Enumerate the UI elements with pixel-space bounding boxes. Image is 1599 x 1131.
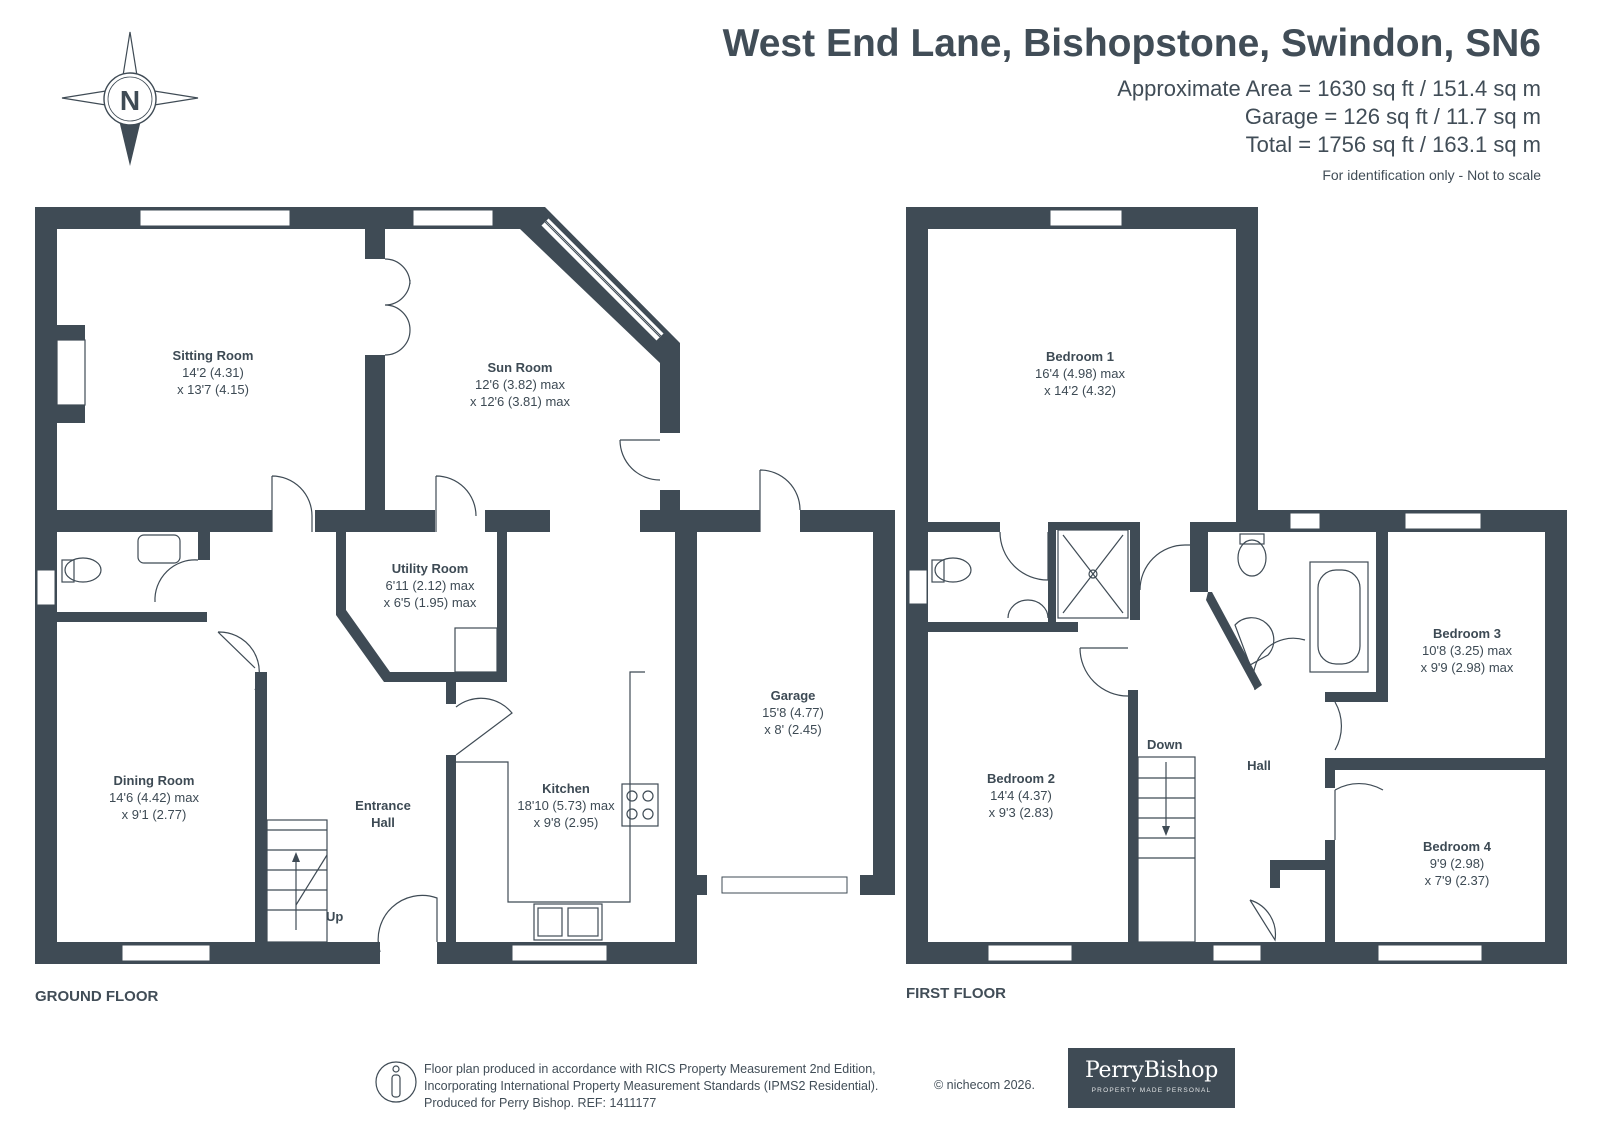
room-label-utility: Utility Room <box>392 561 469 576</box>
footer-notes: Floor plan produced in accordance with R… <box>424 1061 878 1112</box>
room-label-sitting: Sitting Room <box>173 348 254 363</box>
footer-line-2: Incorporating International Property Mea… <box>424 1079 879 1093</box>
room-dim-sun-1: 12'6 (3.82) max <box>475 377 565 392</box>
compass-icon: N <box>61 31 199 166</box>
stairs-down-label: Down <box>1147 737 1182 752</box>
compass-north-label: N <box>120 85 140 116</box>
room-label-entrance: Entrance <box>355 798 411 813</box>
brand-tagline: PROPERTY MADE PERSONAL <box>1091 1087 1212 1094</box>
total-area: Total = 1756 sq ft / 163.1 sq m <box>1245 132 1541 157</box>
room-label-garage: Garage <box>771 688 816 703</box>
brand-logo: PerryBishop PROPERTY MADE PERSONAL <box>1068 1048 1235 1108</box>
room-label-bedroom-2: Bedroom 2 <box>987 771 1055 786</box>
room-dim-bedroom-1-b: x 14'2 (4.32) <box>1044 383 1116 398</box>
room-dim-sitting-2: x 13'7 (4.15) <box>177 382 249 397</box>
first-floor-label: FIRST FLOOR <box>906 985 1006 1002</box>
room-label-sun: Sun Room <box>488 360 553 375</box>
room-dim-sun-2: x 12'6 (3.81) max <box>470 394 571 409</box>
room-dim-bedroom-2-a: 14'4 (4.37) <box>990 788 1052 803</box>
garage-area: Garage = 126 sq ft / 11.7 sq m <box>1244 104 1541 129</box>
room-dim-utility-2: x 6'5 (1.95) max <box>384 595 477 610</box>
copyright-text: © nichecom 2026. <box>934 1078 1035 1092</box>
approximate-area: Approximate Area = 1630 sq ft / 151.4 sq… <box>1117 76 1541 101</box>
room-label-dining: Dining Room <box>114 773 195 788</box>
room-label-kitchen: Kitchen <box>542 781 590 796</box>
ground-floor-label: GROUND FLOOR <box>35 988 159 1005</box>
footer-line-3: Produced for Perry Bishop. REF: 1411177 <box>424 1096 657 1110</box>
room-label-entrance-hall: Hall <box>371 815 395 830</box>
room-dim-bedroom-4-b: x 7'9 (2.37) <box>1425 873 1490 888</box>
room-dim-garage-1: 15'8 (4.77) <box>762 705 824 720</box>
person-icon <box>375 1061 417 1103</box>
room-dim-bedroom-2-b: x 9'3 (2.83) <box>989 805 1054 820</box>
brand-name: PerryBishop <box>1085 1058 1218 1083</box>
room-dim-sitting-1: 14'2 (4.31) <box>182 365 244 380</box>
stairs-up-label: Up <box>326 909 343 924</box>
room-dim-dining-1: 14'6 (4.42) max <box>109 790 199 805</box>
ground-floor-plan <box>35 207 895 964</box>
footer-line-1: Floor plan produced in accordance with R… <box>424 1062 876 1076</box>
room-dim-kitchen-2: x 9'8 (2.95) <box>534 815 599 830</box>
room-dim-bedroom-4-a: 9'9 (2.98) <box>1430 856 1485 871</box>
room-dim-dining-2: x 9'1 (2.77) <box>122 807 187 822</box>
room-label-bedroom-4: Bedroom 4 <box>1423 839 1492 854</box>
room-label-bedroom-3: Bedroom 3 <box>1433 626 1501 641</box>
scale-disclaimer: For identification only - Not to scale <box>1322 167 1541 183</box>
room-dim-garage-2: x 8' (2.45) <box>764 722 821 737</box>
room-dim-bedroom-1-a: 16'4 (4.98) max <box>1035 366 1125 381</box>
room-dim-utility-1: 6'11 (2.12) max <box>386 578 475 593</box>
first-floor-plan <box>906 207 1567 964</box>
room-label-bedroom-1: Bedroom 1 <box>1046 349 1114 364</box>
room-dim-kitchen-1: 18'10 (5.73) max <box>517 798 615 813</box>
room-label-hall: Hall <box>1247 758 1271 773</box>
room-dim-bedroom-3-b: x 9'9 (2.98) max <box>1421 660 1514 675</box>
room-dim-bedroom-3-a: 10'8 (3.25) max <box>1422 643 1512 658</box>
property-title: West End Lane, Bishopstone, Swindon, SN6 <box>722 22 1541 65</box>
